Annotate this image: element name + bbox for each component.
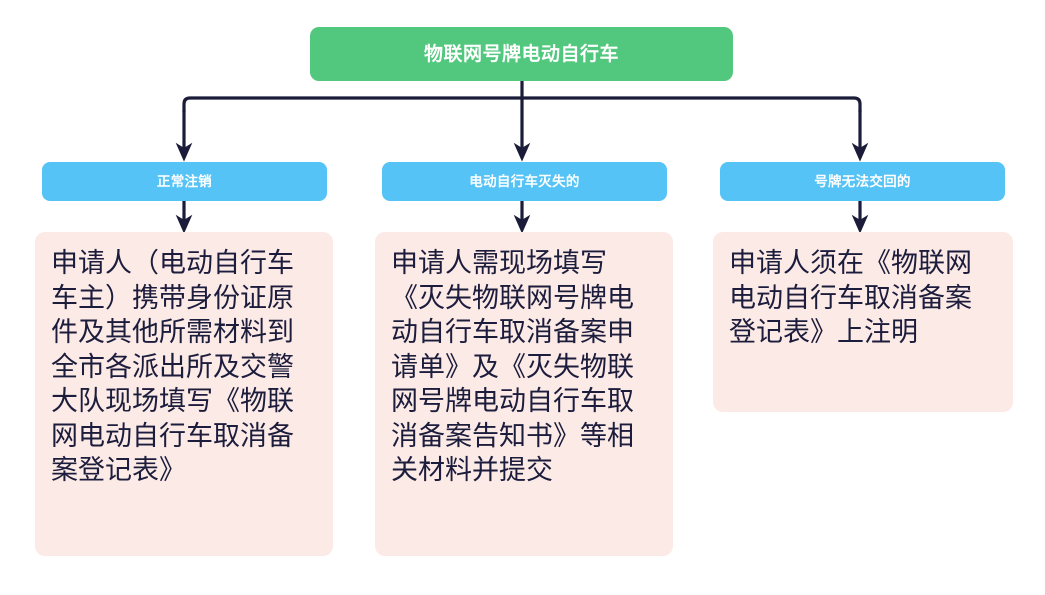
- detail-node-text: 申请人（电动自行车车主）携带身份证原件及其他所需材料到全市各派出所及交警大队现场…: [51, 248, 294, 486]
- connector-bus: [182, 96, 862, 112]
- category-node-label: 号牌无法交回的: [814, 173, 911, 189]
- root-node: 物联网号牌电动自行车: [310, 27, 733, 81]
- detail-node-vehicle-lost: 申请人需现场填写《灭失物联网号牌电动自行车取消备案申请单》及《灭失物联网号牌电动…: [375, 232, 673, 556]
- category-node-label: 正常注销: [156, 173, 213, 189]
- root-node-label: 物联网号牌电动自行车: [423, 43, 619, 65]
- category-node-vehicle-lost: 电动自行车灭失的: [382, 162, 667, 201]
- detail-node-normal-cancellation: 申请人（电动自行车车主）携带身份证原件及其他所需材料到全市各派出所及交警大队现场…: [35, 232, 333, 556]
- detail-node-text: 申请人须在《物联网电动自行车取消备案登记表》上注明: [729, 248, 972, 348]
- category-node-plate-unreturnable: 号牌无法交回的: [720, 162, 1005, 201]
- category-node-normal-cancellation: 正常注销: [42, 162, 327, 201]
- detail-node-text: 申请人需现场填写《灭失物联网号牌电动自行车取消备案申请单》及《灭失物联网号牌电动…: [391, 248, 634, 486]
- category-node-label: 电动自行车灭失的: [469, 173, 580, 189]
- detail-node-plate-unreturnable: 申请人须在《物联网电动自行车取消备案登记表》上注明: [713, 232, 1013, 412]
